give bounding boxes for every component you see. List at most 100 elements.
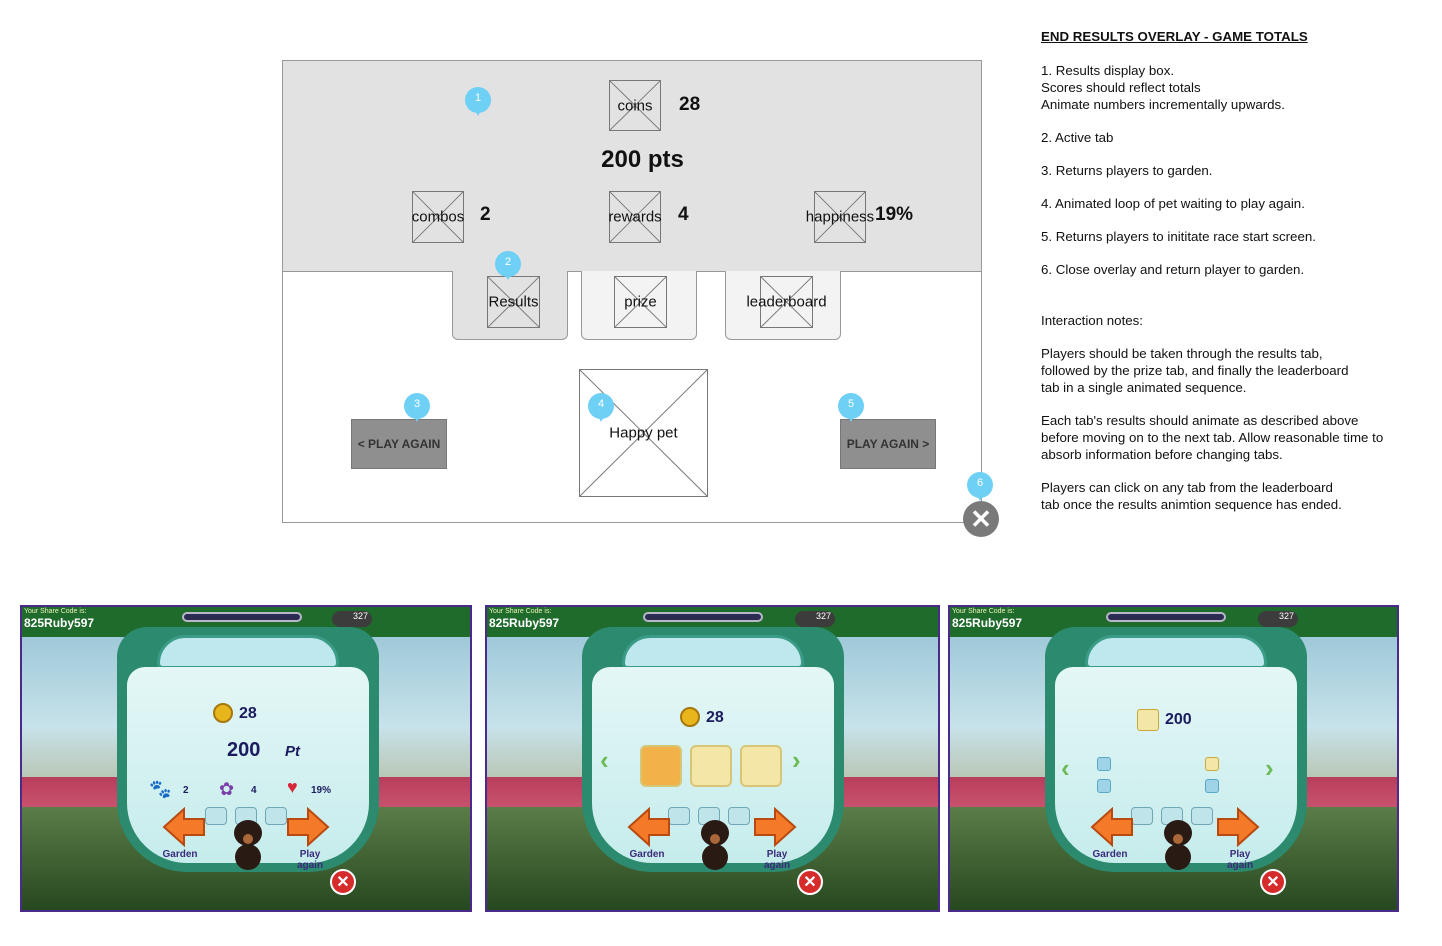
coins-value: 28	[239, 705, 257, 722]
happiness-value: 19%	[875, 204, 914, 225]
points-unit: Pt	[285, 743, 300, 760]
happy-pet-placeholder: Happy pet	[579, 369, 708, 497]
happy-pet-label: Happy pet	[609, 424, 678, 442]
xp-progress-bar	[643, 612, 763, 622]
game-screen-results: Your Share Code is: 825Ruby597 327 28 20…	[20, 605, 472, 912]
coin-icon	[213, 703, 233, 723]
garden-label: Garden	[1092, 849, 1128, 860]
rosette-icon: ✿	[219, 779, 235, 799]
share-code-caption: Your Share Code is:	[24, 608, 87, 615]
tab-header-arc	[157, 635, 339, 669]
rank-slot	[1097, 757, 1111, 771]
marker-pin-6: 6	[967, 472, 993, 506]
xp-progress-bar	[1106, 612, 1226, 622]
trophy-tab[interactable]	[1131, 807, 1153, 825]
note-item: 3. Returns players to garden.	[1041, 163, 1213, 178]
play-again-arrow-icon[interactable]	[1216, 807, 1260, 847]
leaderboard-tab[interactable]	[1191, 807, 1213, 825]
player-avatar	[1137, 709, 1159, 731]
coin-icon	[680, 707, 700, 727]
interaction-notes-title: Interaction notes:	[1041, 313, 1144, 328]
play-again-right-button[interactable]: PLAY AGAIN >	[840, 419, 936, 469]
heart-icon: ♥	[287, 777, 298, 797]
close-icon[interactable]: ✕	[797, 869, 823, 895]
tab-header-arc	[1085, 635, 1267, 669]
prev-arrow-icon[interactable]: ‹	[1061, 753, 1070, 783]
tab-results[interactable]: Results	[452, 271, 568, 340]
garden-label: Garden	[629, 849, 665, 860]
rank-slot	[1097, 779, 1111, 793]
marker-pin-4: 4	[588, 393, 614, 427]
interaction-note: Each tab's results should animate as des…	[1041, 413, 1384, 462]
play-again-arrow-icon[interactable]	[286, 807, 330, 847]
combos-value: 2	[480, 204, 491, 225]
top-coin-counter: 327	[795, 611, 835, 627]
xp-progress-bar	[182, 612, 302, 622]
share-code-caption: Your Share Code is:	[489, 608, 552, 615]
close-icon[interactable]: ✕	[330, 869, 356, 895]
prize-tab-icon: prize	[614, 276, 667, 328]
marker-pin-3: 3	[404, 393, 430, 427]
share-code: 825Ruby597	[489, 616, 560, 630]
garden-arrow-icon[interactable]	[162, 807, 206, 847]
tab-results-label: Results	[488, 293, 539, 311]
points-value: 200	[227, 739, 261, 761]
top-coin-counter: 327	[1258, 611, 1298, 627]
garden-label: Garden	[162, 849, 198, 860]
prize-slot[interactable]	[690, 745, 732, 787]
notes-panel: END RESULTS OVERLAY - GAME TOTALS 1. Res…	[1041, 28, 1436, 529]
coins-icon-placeholder: coins	[609, 80, 661, 131]
note-item: 2. Active tab	[1041, 130, 1114, 145]
share-code-caption: Your Share Code is:	[952, 608, 1015, 615]
notes-title: END RESULTS OVERLAY - GAME TOTALS	[1041, 29, 1308, 44]
interaction-note: Players should be taken through the resu…	[1041, 346, 1349, 395]
next-arrow-icon[interactable]: ›	[1265, 753, 1274, 783]
prize-slot[interactable]	[640, 745, 682, 787]
garden-arrow-icon[interactable]	[627, 807, 671, 847]
points-total: 200 pts	[601, 146, 684, 173]
garden-arrow-icon[interactable]	[1090, 807, 1134, 847]
interaction-note: Players can click on any tab from the le…	[1041, 480, 1342, 512]
rewards-label: rewards	[608, 208, 662, 226]
happiness-icon-placeholder: happiness	[806, 191, 874, 243]
coins-label: coins	[617, 97, 653, 114]
game-tabs	[1131, 807, 1221, 825]
combos-value: 2	[183, 785, 189, 796]
prize-slot[interactable]	[740, 745, 782, 787]
rewards-icon-placeholder: rewards	[608, 191, 662, 243]
prize-panel: 28 ‹ ›	[582, 627, 844, 872]
play-again-left-button[interactable]: < PLAY AGAIN	[351, 419, 447, 469]
combos-icon-placeholder: combos	[412, 191, 464, 243]
combos-label: combos	[411, 208, 465, 226]
prev-arrow-icon[interactable]: ‹	[600, 745, 609, 775]
tab-leaderboard[interactable]: leaderboard	[725, 271, 841, 340]
coins-value: 28	[679, 94, 701, 115]
note-item: 6. Close overlay and return player to ga…	[1041, 262, 1305, 277]
leaderboard-tab[interactable]	[265, 807, 287, 825]
pet-dog-icon	[701, 820, 729, 870]
marker-pin-1: 1	[465, 87, 491, 121]
close-icon[interactable]: ✕	[1260, 869, 1286, 895]
note-item: 4. Animated loop of pet waiting to play …	[1041, 196, 1305, 211]
play-again-label: Play again	[1226, 849, 1254, 871]
rewards-value: 4	[251, 785, 257, 796]
tab-prize[interactable]: prize	[581, 271, 697, 340]
trophy-tab[interactable]	[205, 807, 227, 825]
game-screen-prize: Your Share Code is: 825Ruby597 327 28 ‹ …	[485, 605, 940, 912]
share-code: 825Ruby597	[24, 616, 95, 630]
marker-pin-2: 2	[495, 251, 521, 285]
leader-score: 200	[1165, 711, 1192, 728]
share-code: 825Ruby597	[952, 616, 1023, 630]
tab-leaderboard-label: leaderboard	[746, 293, 827, 311]
play-again-arrow-icon[interactable]	[753, 807, 797, 847]
close-overlay-button[interactable]: ✕	[963, 501, 999, 537]
top-coin-counter: 327	[332, 611, 372, 627]
tab-header-arc	[622, 635, 804, 669]
leaderboard-tab[interactable]	[728, 807, 750, 825]
rank-slot	[1205, 779, 1219, 793]
pet-dog-icon	[234, 820, 262, 870]
next-arrow-icon[interactable]: ›	[792, 745, 801, 775]
note-item: 1. Results display box. Scores should re…	[1041, 63, 1285, 112]
paw-icon: 🐾	[149, 779, 172, 799]
trophy-tab[interactable]	[668, 807, 690, 825]
